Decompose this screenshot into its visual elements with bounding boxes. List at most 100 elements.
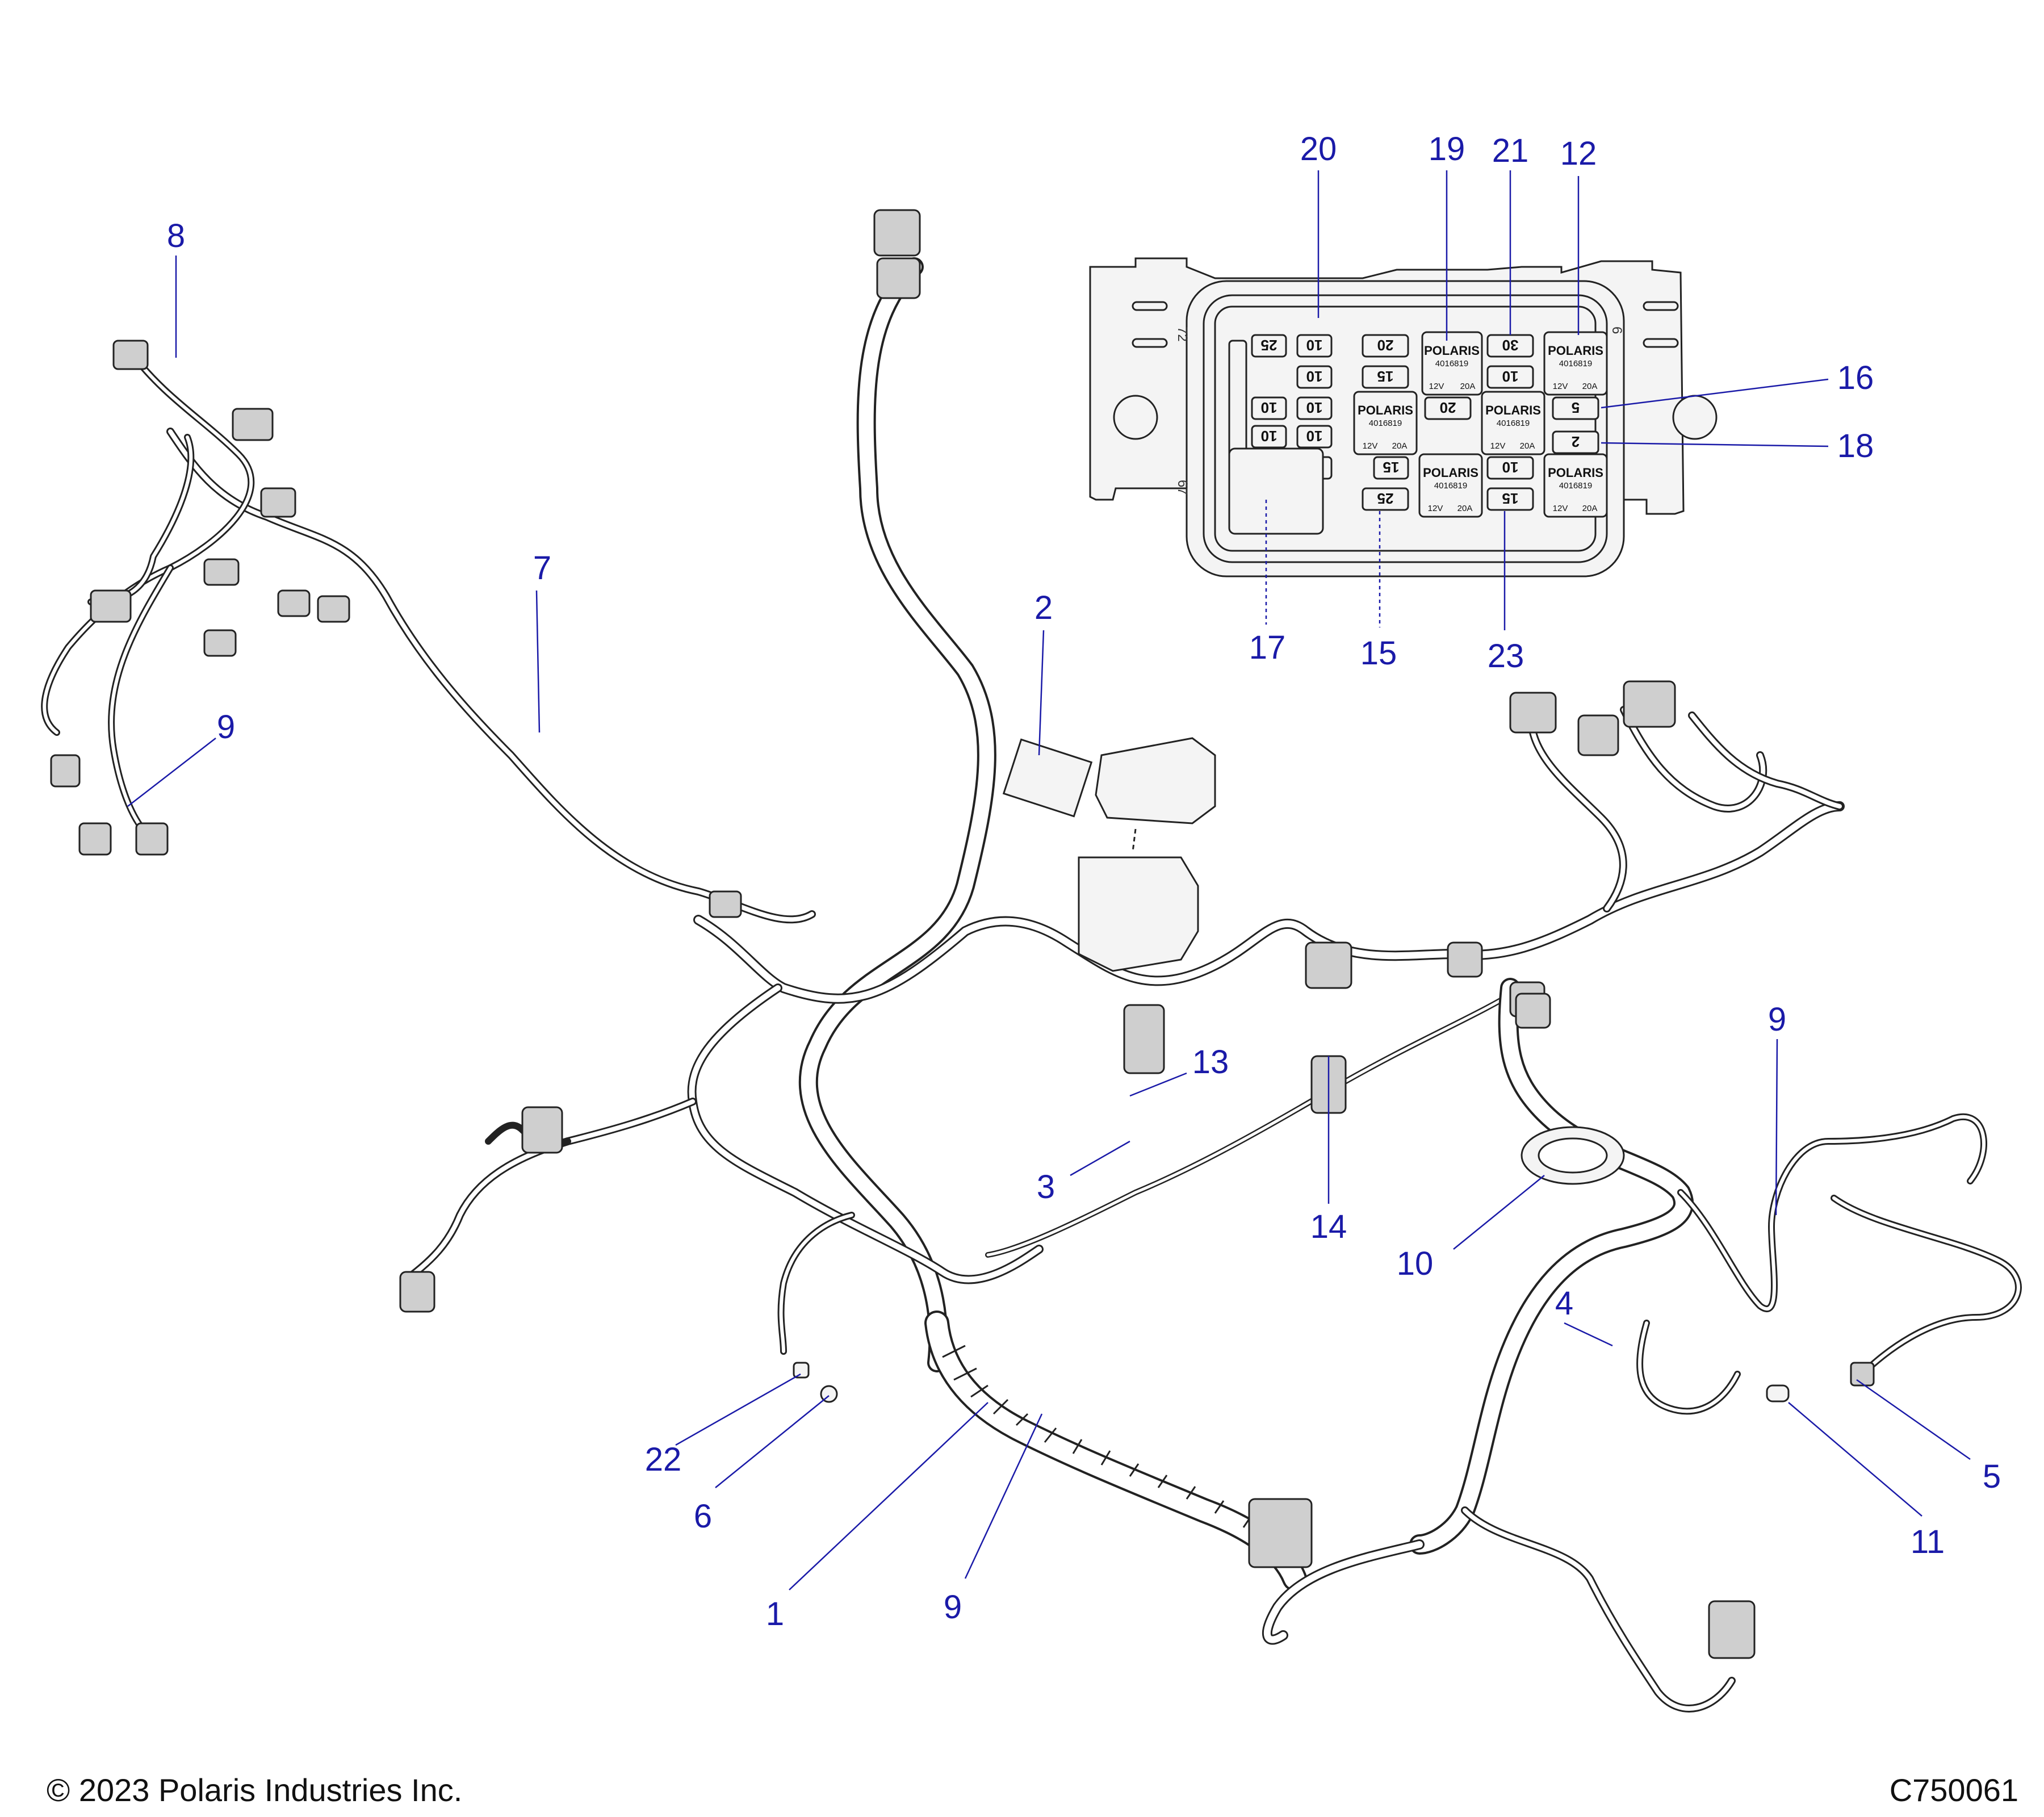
callout-23: 23 (1488, 638, 1524, 675)
callout-22: 22 (645, 1441, 682, 1478)
svg-text:POLARIS: POLARIS (1358, 403, 1413, 417)
relay: POLARIS 4016819 12V 20A (1543, 453, 1608, 518)
connector (277, 589, 311, 617)
connector (709, 890, 742, 918)
callout-9-bottom: 9 (944, 1589, 962, 1626)
svg-text:4016819: 4016819 (1559, 359, 1592, 369)
svg-text:5: 5 (1572, 399, 1580, 416)
svg-text:POLARIS: POLARIS (1423, 466, 1478, 480)
relay: POLARIS 4016819 12V 20A (1481, 391, 1545, 455)
svg-text:15: 15 (1502, 490, 1519, 507)
fuse: 20 (1362, 334, 1409, 358)
svg-text:12V: 12V (1553, 382, 1568, 391)
callout-13: 13 (1192, 1044, 1229, 1081)
relay: POLARIS 4016819 12V 20A (1543, 331, 1608, 396)
connector (1850, 1362, 1875, 1387)
svg-text:12V: 12V (1363, 441, 1378, 451)
svg-text:10: 10 (1306, 368, 1323, 385)
fuse-box-corner-6: 6 (1609, 326, 1624, 334)
cap (1766, 1384, 1790, 1402)
fuse: 15 (1373, 456, 1409, 480)
svg-text:POLARIS: POLARIS (1424, 344, 1480, 358)
svg-text:2: 2 (1572, 433, 1580, 450)
callout-3: 3 (1037, 1169, 1055, 1205)
connector (521, 1106, 563, 1154)
relay: POLARIS 4016819 12V 20A (1418, 453, 1483, 518)
svg-text:20A: 20A (1392, 441, 1408, 451)
connector (78, 822, 112, 856)
fuse-box-relay-cavity (1228, 447, 1324, 535)
connector (317, 595, 350, 623)
callout-10: 10 (1397, 1245, 1434, 1282)
callout-15: 15 (1360, 635, 1397, 672)
main-connector-bottom (1248, 1498, 1313, 1568)
svg-text:12V: 12V (1490, 441, 1506, 451)
svg-text:12V: 12V (1553, 504, 1568, 513)
fuse-box-corner-67: 67 (1175, 480, 1190, 495)
connector (112, 340, 149, 370)
fuse: 25 (1251, 334, 1287, 358)
convoluted-sleeve-ribs (942, 1345, 1253, 1528)
callout-7: 7 (533, 550, 551, 587)
svg-text:15: 15 (1383, 459, 1400, 476)
callout-14: 14 (1310, 1208, 1347, 1245)
fuse: 10 (1296, 425, 1333, 449)
svg-text:10: 10 (1261, 428, 1278, 445)
callout-21: 21 (1492, 132, 1529, 169)
svg-text:15: 15 (1377, 368, 1394, 385)
svg-text:10: 10 (1306, 399, 1323, 416)
callout-5: 5 (1983, 1458, 2001, 1495)
fuse-label-card (1002, 738, 1093, 818)
connector (135, 822, 169, 856)
svg-text:POLARIS: POLARIS (1548, 466, 1603, 480)
callout-9-right: 9 (1768, 1001, 1786, 1038)
connector (1447, 941, 1483, 978)
drawing-id: C750061 (1890, 1772, 2018, 1808)
callout-20: 20 (1300, 131, 1337, 168)
callouts: 20 19 21 12 16 18 17 15 23 8 7 9 2 13 3 … (127, 131, 2001, 1632)
svg-text:10: 10 (1306, 337, 1323, 354)
nut-6 (820, 1385, 838, 1403)
svg-text:4016819: 4016819 (1559, 481, 1592, 491)
connector (1708, 1600, 1756, 1659)
svg-text:10: 10 (1261, 399, 1278, 416)
svg-text:20A: 20A (1582, 504, 1598, 513)
fuse: 25 (1362, 487, 1409, 511)
center-fuse-box (1002, 737, 1216, 972)
connector (1305, 941, 1352, 989)
callout-17: 17 (1249, 629, 1286, 666)
svg-text:POLARIS: POLARIS (1485, 403, 1541, 417)
main-harness (41, 209, 2022, 1713)
fuse: 10 (1486, 456, 1534, 480)
callout-8: 8 (167, 217, 185, 254)
svg-text:10: 10 (1306, 428, 1323, 445)
callout-9-left: 9 (217, 709, 235, 746)
fuse: 15 (1486, 487, 1534, 511)
connector (1577, 714, 1619, 756)
fuse-box-detail: 72 6 67 25 10 10 10 10 10 10 (1089, 257, 1718, 577)
connector (1623, 680, 1676, 728)
svg-text:20A: 20A (1457, 504, 1473, 513)
svg-text:25: 25 (1377, 490, 1394, 507)
fuse: 10 (1296, 334, 1333, 358)
svg-text:4016819: 4016819 (1497, 418, 1530, 428)
svg-text:12V: 12V (1429, 382, 1444, 391)
relay: POLARIS 4016819 12V 20A (1353, 391, 1418, 455)
connector (1123, 1004, 1165, 1074)
svg-text:25: 25 (1261, 337, 1278, 354)
svg-text:20: 20 (1377, 337, 1394, 354)
fuse: 10 (1251, 396, 1287, 420)
fuse-box-corner-72: 72 (1175, 326, 1190, 342)
callout-6: 6 (694, 1498, 712, 1535)
callout-18: 18 (1837, 428, 1874, 464)
fuse: 10 (1251, 425, 1287, 449)
pin-22 (793, 1362, 810, 1379)
fuse: 20 (1424, 396, 1472, 420)
callout-12: 12 (1560, 135, 1597, 172)
relay: POLARIS 4016819 12V 20A (1421, 331, 1483, 396)
callout-19: 19 (1429, 131, 1465, 168)
fuse: 2 (1552, 430, 1599, 454)
svg-text:20: 20 (1440, 399, 1456, 416)
connector (399, 1271, 435, 1313)
